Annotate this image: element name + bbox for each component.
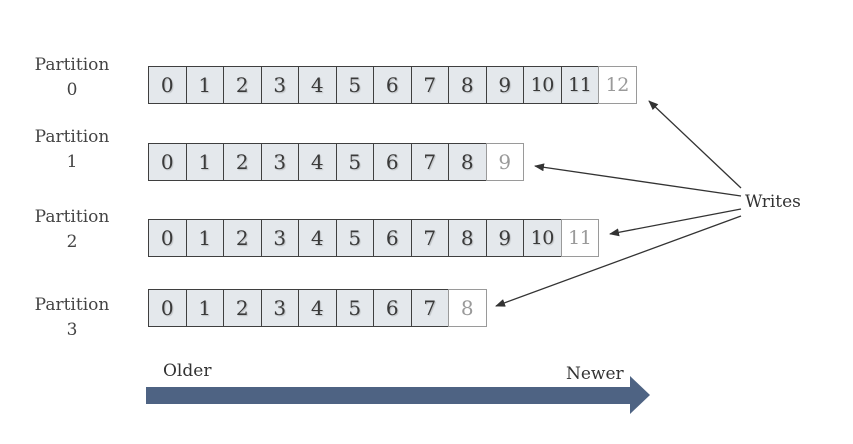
- log-entry: 5: [335, 66, 374, 104]
- log-entry: 7: [410, 219, 449, 257]
- log-entry: 4: [298, 66, 337, 104]
- next-write-slot: 12: [598, 66, 637, 104]
- log-entry: 6: [373, 289, 412, 327]
- log-entry: 6: [373, 219, 412, 257]
- log-entry: 1: [185, 289, 224, 327]
- time-arrow: [146, 376, 650, 414]
- log-entry: 1: [185, 219, 224, 257]
- partition-label-number: 3: [66, 320, 78, 340]
- log-entry: 4: [298, 219, 337, 257]
- partition-label-number: 1: [66, 152, 78, 172]
- log-entry: 2: [223, 66, 262, 104]
- partition-label-word: Partition: [34, 127, 110, 147]
- log-entry: 3: [260, 219, 299, 257]
- log-entry: 8: [448, 66, 487, 104]
- partition-label-word: Partition: [34, 295, 110, 315]
- next-write-slot: 11: [560, 219, 599, 257]
- log-entry: 2: [223, 143, 262, 181]
- partition-label-2: Partition 2: [20, 205, 124, 255]
- log-entry: 7: [410, 66, 449, 104]
- log-entry: 10: [523, 66, 562, 104]
- log-entry: 0: [148, 66, 187, 104]
- log-entry: 3: [260, 289, 299, 327]
- partition-label-word: Partition: [34, 207, 110, 227]
- log-entry: 3: [260, 66, 299, 104]
- next-write-slot: 9: [485, 143, 524, 181]
- log-entry: 11: [560, 66, 599, 104]
- older-label: Older: [163, 361, 212, 381]
- write-arrow-partition-3: [495, 215, 742, 307]
- write-arrow-partition-0: [648, 100, 742, 189]
- log-entry: 6: [373, 66, 412, 104]
- log-entry: 4: [298, 289, 337, 327]
- partition-label-number: 0: [66, 80, 78, 100]
- log-entry: 0: [148, 143, 187, 181]
- log-entry: 2: [223, 289, 262, 327]
- write-arrow-partition-1: [534, 163, 742, 197]
- log-entry: 3: [260, 143, 299, 181]
- partition-label-1: Partition 1: [20, 125, 124, 175]
- newer-label: Newer: [566, 364, 624, 384]
- log-entry: 5: [335, 219, 374, 257]
- partition-label-0: Partition 0: [20, 53, 124, 103]
- partition-label-3: Partition 3: [20, 293, 124, 343]
- log-entry: 7: [410, 289, 449, 327]
- partition-label-number: 2: [66, 232, 78, 252]
- log-entry: 10: [523, 219, 562, 257]
- log-entry: 9: [485, 219, 524, 257]
- writes-label: Writes: [745, 192, 801, 212]
- write-arrow-partition-2: [609, 208, 742, 237]
- log-entry: 0: [148, 289, 187, 327]
- log-entry: 5: [335, 289, 374, 327]
- next-write-slot: 8: [448, 289, 487, 327]
- partition-label-word: Partition: [34, 55, 110, 75]
- log-entry: 6: [373, 143, 412, 181]
